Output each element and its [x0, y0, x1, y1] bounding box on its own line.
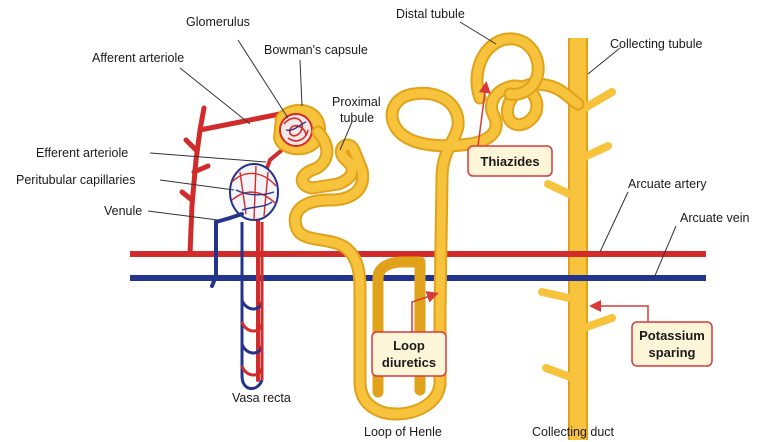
label-glomerulus: Glomerulus [186, 15, 250, 29]
label-loop-of-henle: Loop of Henle [364, 425, 442, 439]
peritubular-capillaries [230, 164, 278, 220]
label-proximal-tubule-2: tubule [340, 111, 374, 125]
glomerulus [280, 114, 312, 146]
thiazides-label: Thiazides [480, 154, 539, 169]
label-venule: Venule [104, 204, 142, 218]
label-arcuate-artery: Arcuate artery [628, 177, 707, 191]
label-efferent-arteriole: Efferent arteriole [36, 146, 128, 160]
potassium-sparing-label-2: sparing [649, 345, 696, 360]
distal-tubule [477, 39, 538, 98]
potassium-sparing-label-1: Potassium [639, 328, 705, 343]
label-collecting-tubule: Collecting tubule [610, 37, 702, 51]
label-vasa-recta: Vasa recta [232, 391, 291, 405]
loop-diuretics-label-2: diuretics [382, 355, 436, 370]
loop-diuretics-label-1: Loop [393, 338, 425, 353]
label-arcuate-vein: Arcuate vein [680, 211, 750, 225]
label-collecting-duct: Collecting duct [532, 425, 615, 439]
label-distal-tubule: Distal tubule [396, 7, 465, 21]
label-bowmans-capsule: Bowman's capsule [264, 43, 368, 57]
label-proximal-tubule: Proximal [332, 95, 381, 109]
label-afferent-arteriole: Afferent arteriole [92, 51, 184, 65]
label-peritubular-capillaries: Peritubular capillaries [16, 173, 136, 187]
